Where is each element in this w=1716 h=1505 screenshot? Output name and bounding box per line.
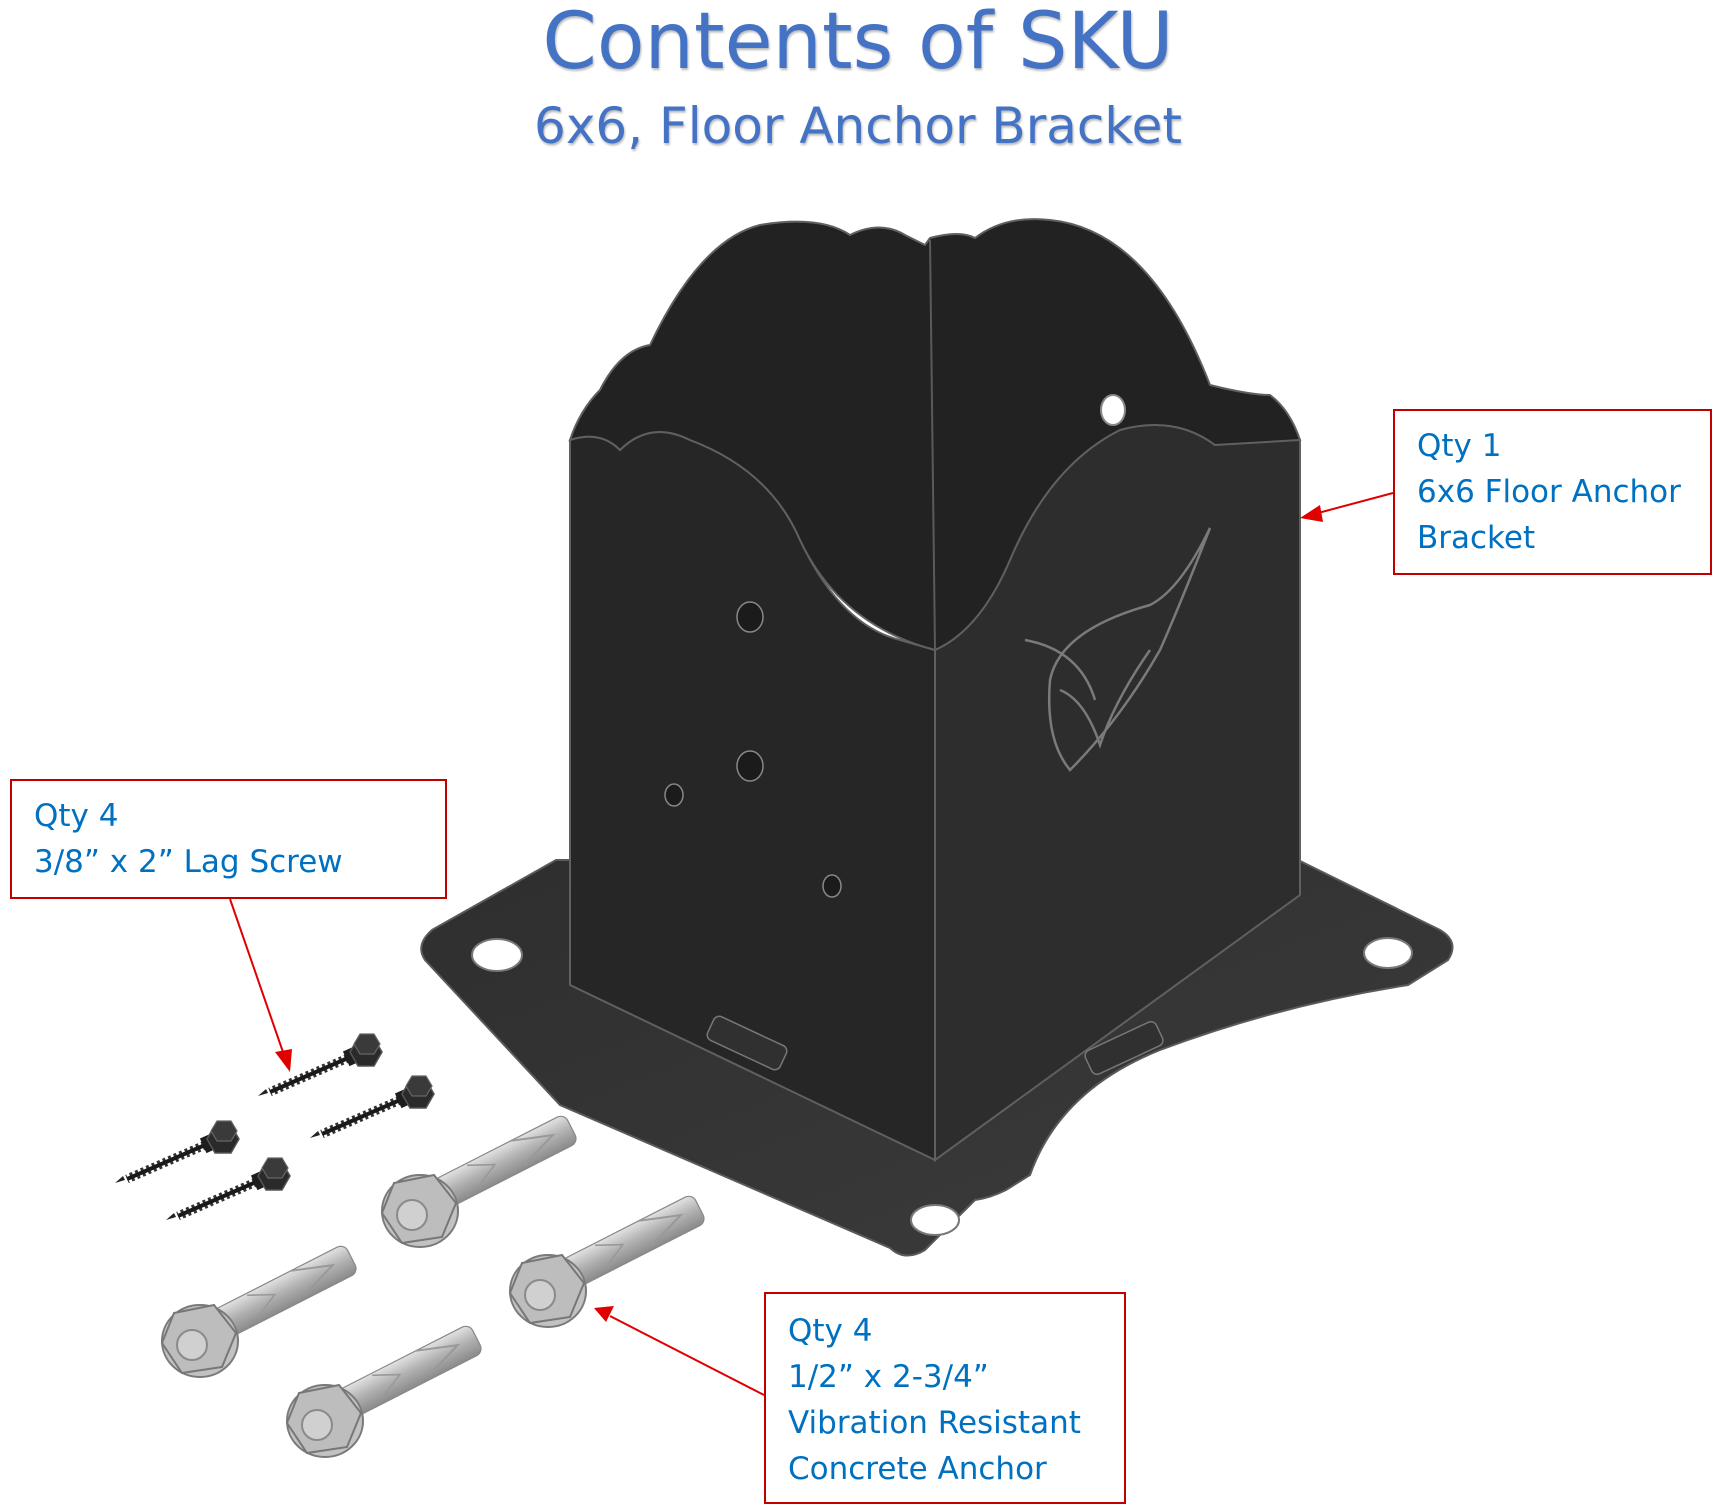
concrete-anchors [161, 1112, 708, 1458]
lag-screw-icon [166, 1158, 290, 1220]
lag-screws [115, 1034, 434, 1220]
callout-concrete-anchor-line: 1/2” x 2-3/4” [788, 1359, 989, 1395]
page-subtitle: 6x6, Floor Anchor Bracket [534, 97, 1182, 155]
callout-lag-screw-line: 3/8” x 2” Lag Screw [34, 844, 343, 880]
lag-screw-icon [115, 1121, 239, 1183]
lag-screw-icon [258, 1034, 382, 1096]
callout-arrows [229, 492, 1394, 1396]
callout-concrete-anchor-line: Vibration Resistant [788, 1405, 1081, 1441]
floor-anchor-bracket-icon [420, 218, 1454, 1257]
concrete-anchor-icon [381, 1112, 580, 1248]
callout-bracket-line: Bracket [1417, 520, 1536, 556]
callout-bracket-line: 6x6 Floor Anchor [1417, 474, 1681, 510]
callout-bracket: Qty 1 6x6 Floor Anchor Bracket [1393, 409, 1712, 575]
lag-screw-icon [310, 1076, 434, 1138]
callout-lag-screw: Qty 4 3/8” x 2” Lag Screw [10, 779, 447, 899]
concrete-anchor-icon [161, 1242, 360, 1378]
callout-lag-screw-qty: Qty 4 [34, 798, 119, 834]
callout-bracket-qty: Qty 1 [1417, 428, 1502, 464]
callout-concrete-anchor-qty: Qty 4 [788, 1313, 873, 1349]
page-title: Contents of SKU [542, 0, 1174, 87]
concrete-anchor-icon [286, 1322, 485, 1458]
callout-concrete-anchor-line: Concrete Anchor [788, 1451, 1047, 1487]
callout-concrete-anchor: Qty 4 1/2” x 2-3/4” Vibration Resistant … [764, 1292, 1126, 1504]
bracket-logo-icon [1024, 527, 1212, 772]
